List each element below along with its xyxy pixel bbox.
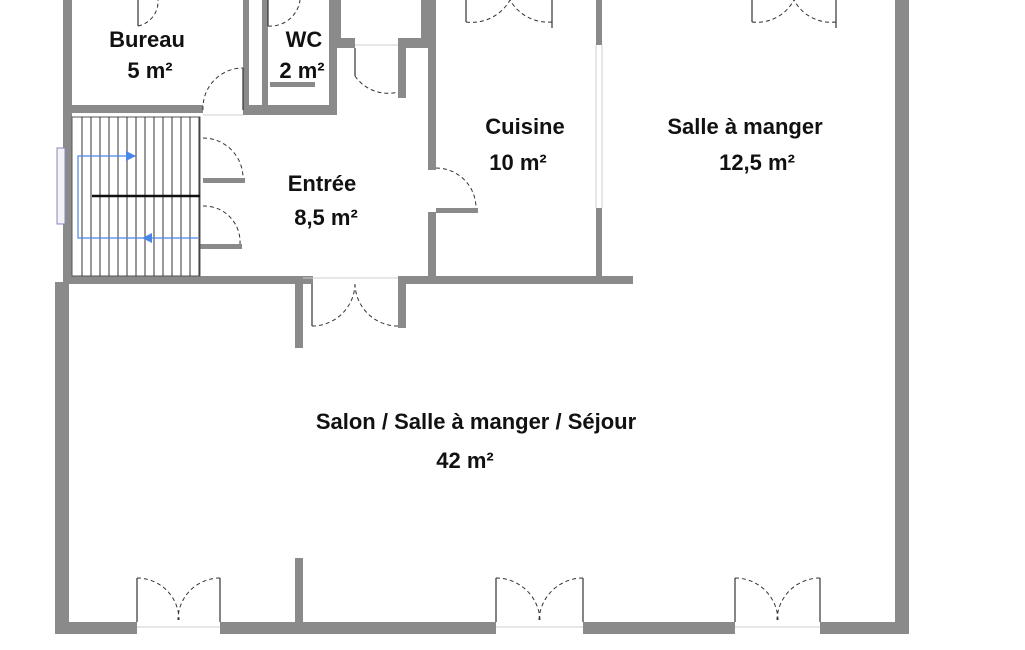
room-label-salle-a-manger: Salle à manger 12,5 m² xyxy=(667,114,823,175)
doors xyxy=(136,0,837,622)
room-area: 5 m² xyxy=(127,58,172,83)
room-name: Salon / Salle à manger / Séjour xyxy=(316,409,637,434)
staircase xyxy=(71,116,201,277)
room-name: Entrée xyxy=(288,171,356,196)
room-area: 8,5 m² xyxy=(294,205,358,230)
walls xyxy=(55,0,909,634)
room-label-cuisine: Cuisine 10 m² xyxy=(485,114,564,175)
room-label-entree: Entrée 8,5 m² xyxy=(288,171,358,230)
room-name: Salle à manger xyxy=(667,114,823,139)
room-label-wc: WC 2 m² xyxy=(279,27,324,83)
room-area: 2 m² xyxy=(279,58,324,83)
room-label-salon: Salon / Salle à manger / Séjour 42 m² xyxy=(316,409,637,473)
room-area: 42 m² xyxy=(436,448,493,473)
room-name: WC xyxy=(286,27,323,52)
room-name: Bureau xyxy=(109,27,185,52)
thin-partitions xyxy=(137,44,820,628)
room-area: 12,5 m² xyxy=(719,150,795,175)
room-area: 10 m² xyxy=(489,150,546,175)
room-name: Cuisine xyxy=(485,114,564,139)
room-label-bureau: Bureau 5 m² xyxy=(109,27,185,83)
